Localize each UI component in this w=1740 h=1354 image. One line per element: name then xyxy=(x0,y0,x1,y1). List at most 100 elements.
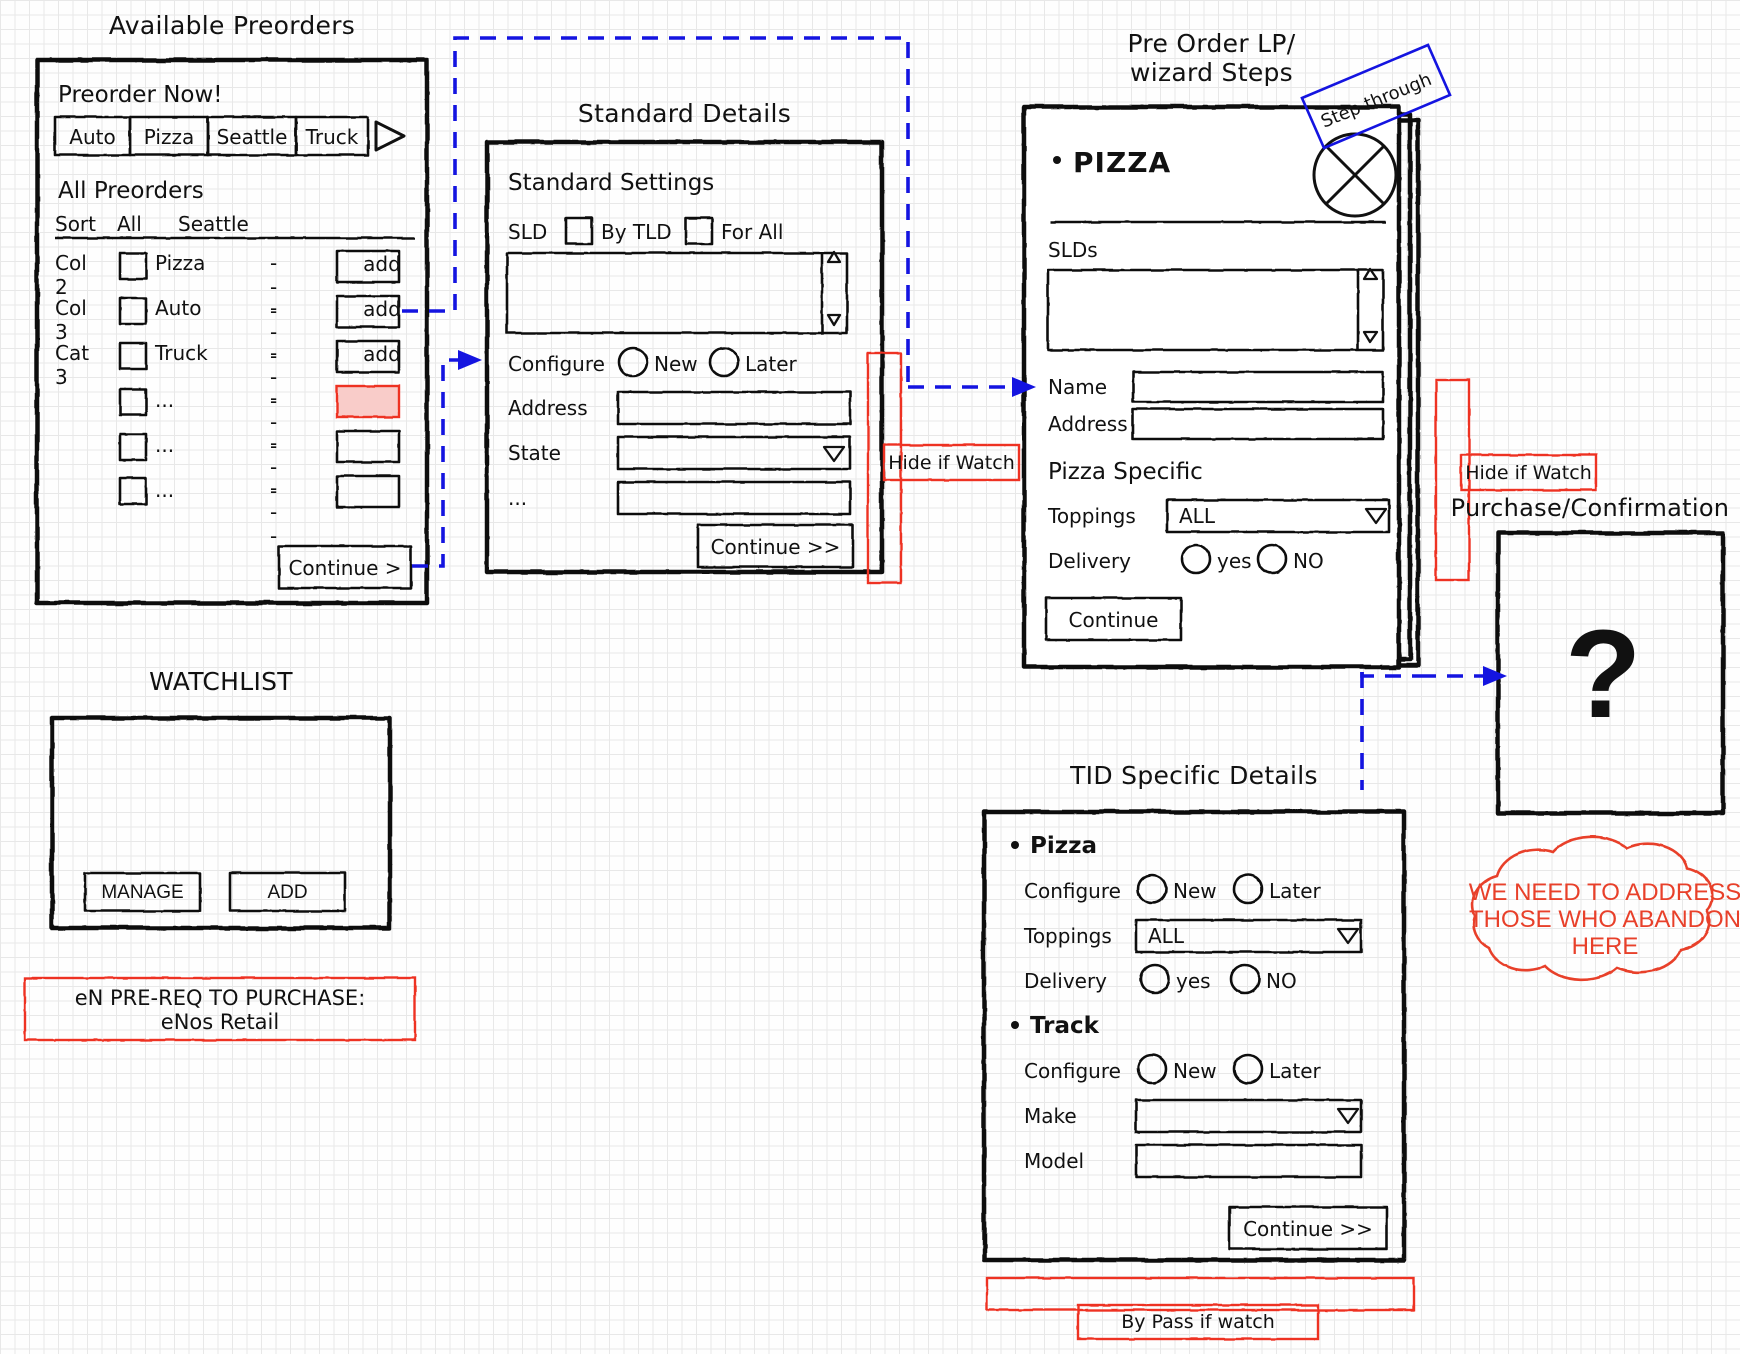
radio-track-configure-new-label: New xyxy=(1173,1059,1217,1083)
lp-field-label-delivery: Delivery xyxy=(1048,549,1132,573)
tid-pizza-toppings-label: Toppings xyxy=(1024,924,1112,948)
preorders-continue-button[interactable]: Continue > xyxy=(288,556,402,580)
hide-if-watch-annotation-2: Hide if Watch xyxy=(1465,461,1592,484)
tid-pizza-delivery-label: Delivery xyxy=(1024,969,1108,993)
tid-track-model-label: Model xyxy=(1024,1149,1085,1173)
state-select[interactable] xyxy=(618,437,850,469)
standard-details-title: Standard Details xyxy=(577,99,792,128)
crossed-circle-image-icon xyxy=(1314,134,1396,216)
row-name: ... xyxy=(155,478,175,502)
row-name: ... xyxy=(155,433,175,457)
bypass-if-watch-annotation: By Pass if watch xyxy=(1121,1311,1275,1333)
field-label-address: Address xyxy=(508,396,588,420)
radio-track-configure-new[interactable] xyxy=(1138,1055,1166,1083)
purchase-confirmation-placeholder: ? xyxy=(1565,605,1642,744)
checkbox-for-all-label: For All xyxy=(721,220,784,244)
radio-tid-delivery-yes-label: yes xyxy=(1176,969,1211,993)
tid-make-select[interactable] xyxy=(1136,1100,1361,1132)
chip-auto[interactable]: Auto xyxy=(69,125,116,149)
lp-field-label-address: Address xyxy=(1048,412,1128,436)
more-field[interactable] xyxy=(618,482,850,514)
chip-seattle[interactable]: Seattle xyxy=(216,125,288,149)
chip-pizza[interactable]: Pizza xyxy=(143,125,195,149)
radio-tid-delivery-no[interactable] xyxy=(1231,965,1259,993)
field-label-state: State xyxy=(508,441,561,465)
row-add-button[interactable]: add xyxy=(363,342,401,366)
standard-settings-heading: Standard Settings xyxy=(508,170,715,196)
field-label-more: ... xyxy=(508,486,528,510)
abandon-cloud-annotation: WE NEED TO ADDRESS THOSE WHO ABANDON HER… xyxy=(1468,879,1740,960)
row-highlight-cell[interactable] xyxy=(351,386,413,417)
lp-field-label-name: Name xyxy=(1048,375,1108,399)
preorder-chip-group[interactable]: Auto Pizza Seattle Truck xyxy=(55,117,370,155)
lp-toppings-value[interactable]: ALL xyxy=(1179,504,1215,528)
row-name: Truck xyxy=(155,341,208,365)
tid-specific-title: TID Specific Details xyxy=(1070,761,1318,790)
lp-bullet-title: PIZZA xyxy=(1073,146,1172,179)
sld-label: SLD xyxy=(508,220,548,244)
radio-tid-delivery-yes[interactable] xyxy=(1141,965,1169,993)
watchlist-add-button[interactable]: ADD xyxy=(267,882,308,903)
row-dash: --- xyxy=(270,476,278,548)
all-preorders-subheading: All Preorders xyxy=(58,178,204,204)
radio-delivery-yes-label: yes xyxy=(1217,549,1252,573)
row-name: Auto xyxy=(155,296,202,320)
pizza-specific-heading: Pizza Specific xyxy=(1048,459,1203,485)
checkbox-by-tld[interactable] xyxy=(566,218,592,244)
row-sort: Col 2 xyxy=(55,251,87,299)
lp-address-field[interactable] xyxy=(1133,409,1383,439)
radio-configure-new[interactable] xyxy=(619,348,647,376)
tid-group-track-label: Track xyxy=(1030,1013,1099,1039)
row-sort: Cat 3 xyxy=(55,341,90,389)
prereq-note: eN PRE-REQ TO PURCHASE: eNos Retail xyxy=(25,986,415,1034)
watchlist-title: WATCHLIST xyxy=(149,667,293,696)
available-preorders-title: Available Preorders xyxy=(108,11,356,40)
standard-details-continue-button[interactable]: Continue >> xyxy=(710,535,841,559)
radio-pizza-configure-later-label: Later xyxy=(1269,879,1321,903)
watchlist-manage-button[interactable]: MANAGE xyxy=(101,882,184,903)
radio-configure-later-label: Later xyxy=(745,352,797,376)
row-name: ... xyxy=(155,388,175,412)
radio-track-configure-later[interactable] xyxy=(1234,1055,1262,1083)
tid-pizza-configure-label: Configure xyxy=(1024,879,1121,903)
field-label-configure: Configure xyxy=(508,352,605,376)
row-add-button[interactable]: add xyxy=(363,252,401,276)
checkbox-by-tld-label: By TLD xyxy=(601,220,672,244)
pre-order-lp-title: Pre Order LP/ wizard Steps xyxy=(1127,29,1296,87)
column-header-sort: Sort xyxy=(55,212,96,236)
lp-name-field[interactable] xyxy=(1133,372,1383,402)
column-header-seattle: Seattle xyxy=(178,212,249,236)
radio-configure-later[interactable] xyxy=(710,348,738,376)
slds-listbox[interactable] xyxy=(1048,270,1383,350)
radio-pizza-configure-new[interactable] xyxy=(1138,875,1166,903)
column-header-all: All xyxy=(117,212,142,236)
tid-track-configure-label: Configure xyxy=(1024,1059,1121,1083)
prereq-note-line1: eN PRE-REQ TO PURCHASE: xyxy=(74,986,366,1010)
slds-label: SLDs xyxy=(1048,238,1098,262)
tid-group-pizza-label: Pizza xyxy=(1030,833,1098,859)
radio-configure-new-label: New xyxy=(654,352,698,376)
row-name: Pizza xyxy=(155,251,206,275)
play-triangle-icon[interactable] xyxy=(372,118,408,154)
radio-delivery-yes[interactable] xyxy=(1182,545,1210,573)
tid-continue-button[interactable]: Continue >> xyxy=(1243,1217,1373,1241)
purchase-confirmation-title: Purchase/Confirmation xyxy=(1450,494,1730,522)
prereq-note-line2: eNos Retail xyxy=(160,1010,280,1034)
row-add-button[interactable]: add xyxy=(363,297,401,321)
radio-pizza-configure-later[interactable] xyxy=(1234,875,1262,903)
hide-if-watch-annotation-1: Hide if Watch xyxy=(888,451,1015,474)
row-sort: Col 3 xyxy=(55,296,87,344)
tid-pizza-toppings-value[interactable]: ALL xyxy=(1148,924,1184,948)
tid-model-field[interactable] xyxy=(1136,1145,1361,1177)
radio-delivery-no-label: NO xyxy=(1293,549,1324,573)
sld-listbox[interactable] xyxy=(507,253,847,333)
radio-delivery-no[interactable] xyxy=(1258,545,1286,573)
chip-truck[interactable]: Truck xyxy=(305,125,359,149)
checkbox-for-all[interactable] xyxy=(686,218,712,244)
lp-continue-button[interactable]: Continue xyxy=(1068,608,1159,632)
lp-field-label-toppings: Toppings xyxy=(1048,504,1136,528)
radio-tid-delivery-no-label: NO xyxy=(1266,969,1297,993)
radio-track-configure-later-label: Later xyxy=(1269,1059,1321,1083)
tid-track-make-label: Make xyxy=(1024,1104,1077,1128)
address-field[interactable] xyxy=(618,392,850,424)
